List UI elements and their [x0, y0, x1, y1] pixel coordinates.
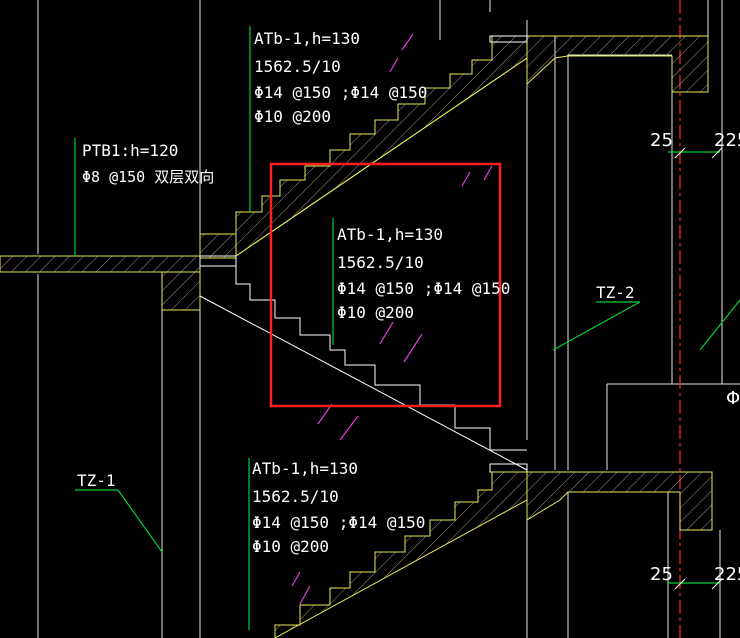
atb-bot-dist-bar: Φ10 @200: [252, 537, 329, 556]
ptb1-name: PTB1:h=120: [82, 141, 178, 160]
rebar-marks: [291, 33, 493, 605]
atb-bot-main-bar: Φ14 @150 ;Φ14 @150: [252, 513, 425, 532]
atb-mid-main-bar: Φ14 @150 ;Φ14 @150: [337, 279, 510, 298]
leader-lines: [74, 26, 740, 630]
ptb1-note: PTB1:h=120 Φ8 @150 双层双向: [82, 141, 214, 186]
atb-mid-span: 1562.5/10: [337, 253, 424, 272]
upper-flight-slab: [235, 35, 528, 257]
atb-top-note: ATb-1,h=130 1562.5/10 Φ14 @150 ;Φ14 @150…: [254, 29, 427, 126]
dim-top-left: 25: [650, 130, 673, 151]
lower-landing: [526, 471, 713, 531]
atb-mid-dist-bar: Φ10 @200: [337, 303, 414, 322]
upper-landing: [526, 35, 709, 93]
dim-top-right: 225: [714, 130, 740, 151]
tz1-label: TZ-1: [77, 471, 116, 490]
atb-bot-note: ATb-1,h=130 1562.5/10 Φ14 @150 ;Φ14 @150…: [252, 459, 425, 556]
dimension-ticks: [674, 147, 723, 590]
atb-mid-note: ATb-1,h=130 1562.5/10 Φ14 @150 ;Φ14 @150…: [337, 225, 510, 322]
dim-bottom-right: 225: [714, 564, 740, 585]
edge-symbol: Φ: [726, 388, 740, 409]
atb-bot-span: 1562.5/10: [252, 487, 339, 506]
ptb1-bar: Φ8 @150 双层双向: [82, 168, 214, 186]
atb-bot-name: ATb-1,h=130: [252, 459, 358, 478]
atb-top-name: ATb-1,h=130: [254, 29, 360, 48]
lower-flight-slab: [274, 471, 528, 638]
atb-top-span: 1562.5/10: [254, 57, 341, 76]
tz2-label: TZ-2: [596, 283, 635, 302]
highlight-box[interactable]: [269, 162, 502, 408]
landing-slab-ptb1: [0, 233, 237, 311]
atb-mid-name: ATb-1,h=130: [337, 225, 443, 244]
atb-top-dist-bar: Φ10 @200: [254, 107, 331, 126]
dim-bottom-left: 25: [650, 564, 673, 585]
middle-flight: [199, 258, 528, 471]
atb-top-main-bar: Φ14 @150 ;Φ14 @150: [254, 83, 427, 102]
